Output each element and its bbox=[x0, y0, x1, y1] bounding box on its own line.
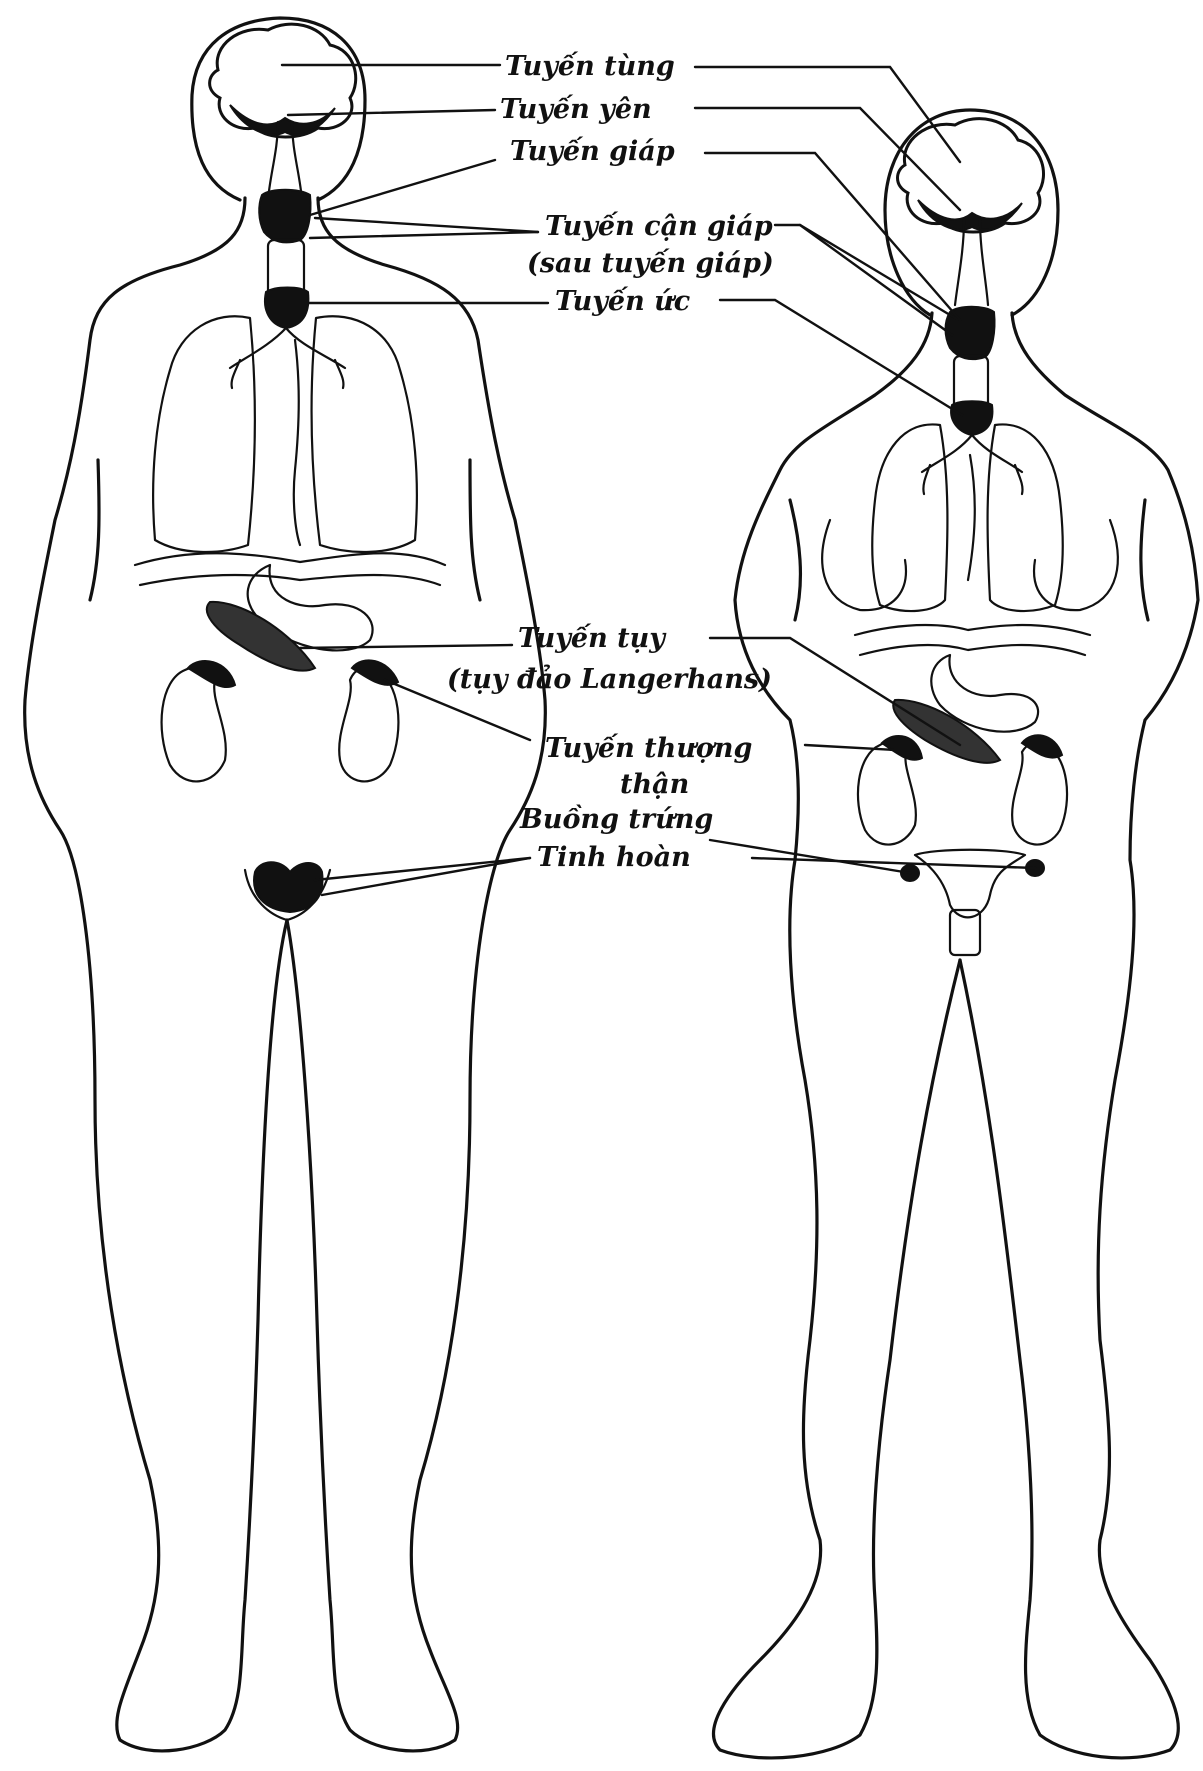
male-diaphragm bbox=[135, 553, 445, 565]
label-pituitary: Tuyến yên bbox=[500, 93, 652, 125]
leader-parathyroid-male-1 bbox=[315, 218, 538, 232]
male-right-adrenal bbox=[352, 660, 398, 684]
female-thyroid bbox=[946, 307, 995, 359]
label-parathyroid-line2: (sau tuyến giáp) bbox=[527, 247, 774, 279]
female-right-adrenal bbox=[1022, 735, 1062, 757]
male-right-arm-inner bbox=[470, 460, 480, 600]
label-pancreas-line1: Tuyến tụy bbox=[518, 622, 667, 654]
label-thymus: Tuyến ức bbox=[555, 285, 690, 317]
leader-parathyroid-male-2 bbox=[310, 232, 538, 238]
male-left-arm-inner bbox=[90, 460, 99, 600]
male-body-outline bbox=[25, 198, 287, 1751]
female-left-adrenal bbox=[882, 736, 922, 760]
female-figure bbox=[714, 110, 1198, 1758]
male-aorta bbox=[294, 340, 300, 545]
female-aorta bbox=[968, 455, 975, 580]
leader-pancreas-male bbox=[300, 645, 512, 648]
female-body-outline-right bbox=[960, 313, 1198, 1758]
female-ribline bbox=[860, 645, 1085, 655]
label-parathyroid-line1: Tuyến cận giáp bbox=[545, 210, 773, 242]
female-right-lung bbox=[988, 424, 1063, 611]
label-adrenal-line2: thận bbox=[620, 769, 689, 800]
male-bronchi bbox=[230, 328, 345, 388]
male-left-lung bbox=[153, 316, 255, 552]
female-left-lung bbox=[872, 424, 947, 611]
female-left-arm-inner bbox=[790, 500, 800, 620]
male-right-lung bbox=[312, 316, 417, 552]
female-diaphragm bbox=[855, 625, 1090, 635]
label-adrenal-line1: Tuyến thượng bbox=[545, 732, 752, 764]
male-body-outline-right bbox=[287, 198, 545, 1751]
female-right-breast bbox=[1034, 520, 1118, 610]
leader-ovary-1 bbox=[710, 840, 910, 873]
label-thyroid: Tuyến giáp bbox=[510, 135, 675, 167]
label-ovary: Buồng trứng bbox=[519, 803, 713, 835]
male-figure bbox=[25, 18, 546, 1751]
female-right-kidney bbox=[1012, 742, 1067, 844]
labels: Tuyến tùng Tuyến yên Tuyến giáp Tuyến cậ… bbox=[447, 50, 774, 873]
male-left-adrenal bbox=[188, 661, 235, 687]
leader-parathyroid-female-2 bbox=[800, 225, 952, 335]
label-pineal: Tuyến tùng bbox=[505, 50, 675, 82]
female-left-breast bbox=[822, 520, 906, 610]
female-body-outline bbox=[714, 313, 960, 1758]
male-ribline bbox=[140, 575, 440, 585]
male-thymus bbox=[265, 288, 308, 329]
female-right-arm-inner bbox=[1141, 500, 1148, 620]
leader-adrenal-female bbox=[805, 745, 895, 750]
label-testis: Tinh hoàn bbox=[537, 842, 691, 873]
female-uterus bbox=[915, 850, 1025, 918]
male-thyroid bbox=[259, 190, 310, 243]
female-thymus bbox=[951, 401, 992, 435]
male-pancreas bbox=[207, 602, 315, 671]
label-pancreas-line2: (tụy đảo Langerhans) bbox=[447, 663, 772, 695]
